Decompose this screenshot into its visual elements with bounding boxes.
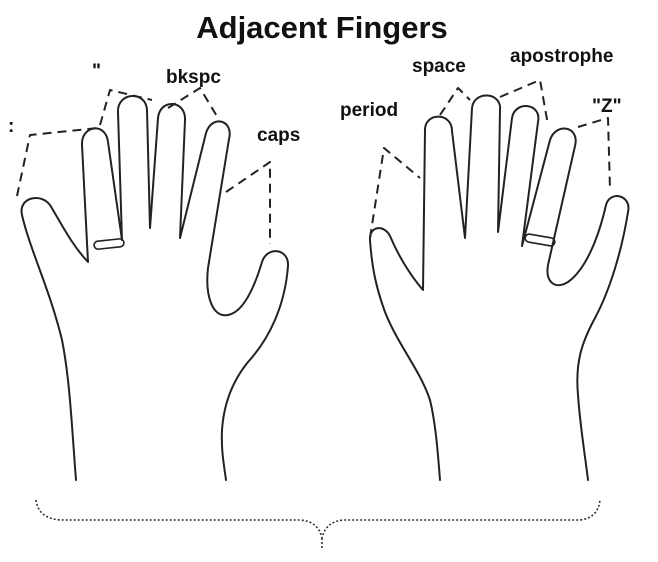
left-ring-band [94,238,125,249]
label-bkspc: bkspc [166,67,221,88]
label-quote: " [92,61,101,82]
label-caps: caps [257,125,300,146]
label-space: space [412,56,466,77]
label-apostrophe: apostrophe [510,46,613,67]
right-hand [370,80,629,480]
bottom-brace [36,500,600,548]
label-period: period [340,100,398,121]
label-colon: : [8,116,14,137]
right-dashed-connectors [370,80,610,238]
label-z: "Z" [592,96,622,117]
right-hand-outline [370,95,629,480]
right-ring-band [525,233,556,246]
diagram-title: Adjacent Fingers [196,10,448,45]
left-hand-outline [22,96,289,480]
left-dashed-connectors [17,88,270,244]
left-hand [17,88,288,480]
